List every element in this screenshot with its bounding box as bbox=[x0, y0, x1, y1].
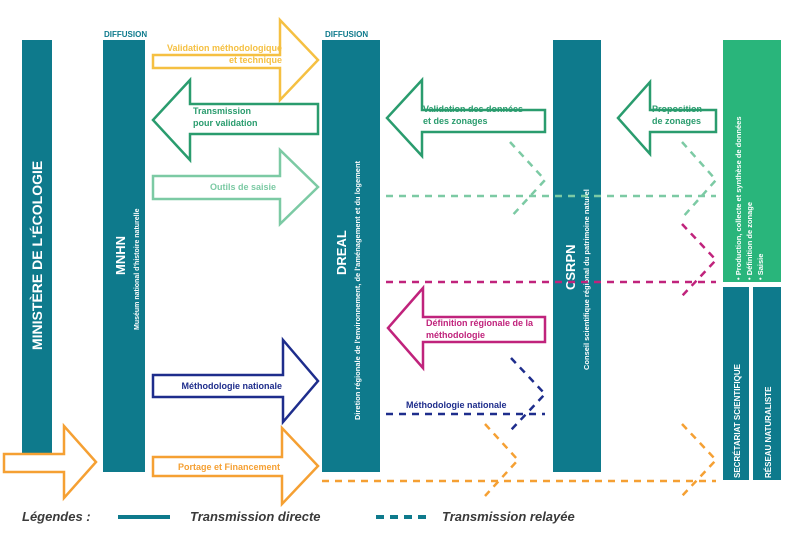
validation-donnees-arrow bbox=[385, 76, 547, 160]
mnhn-diffusion-tag: DIFFUSION bbox=[104, 30, 147, 39]
transmission-validation-arrow bbox=[151, 76, 320, 164]
dreal-subtitle: Diretion régionale de l'environnement, d… bbox=[353, 160, 362, 420]
ministere-column bbox=[22, 40, 52, 472]
methodo-nationale-direct-arrow bbox=[151, 336, 320, 426]
csrpn-column bbox=[553, 40, 601, 472]
definition-regionale-label-1: Définition régionale de la bbox=[426, 318, 534, 328]
portage-ministere-arrow bbox=[2, 422, 98, 502]
network-task-box bbox=[723, 40, 781, 282]
methodo-nationale-relay-label: Méthodologie nationale bbox=[406, 400, 507, 410]
reseau-column bbox=[753, 287, 781, 480]
legend-relayed-label: Transmission relayée bbox=[442, 509, 575, 524]
secretariat-column bbox=[723, 287, 749, 480]
proposition-zonages-label-1: Proposition bbox=[652, 104, 702, 114]
legend-direct-label: Transmission directe bbox=[190, 509, 321, 524]
mnhn-subtitle: Muséum national d'histoire naturelle bbox=[134, 208, 141, 330]
outils-relay-chevron-1 bbox=[509, 141, 547, 219]
network-item-2: • Définition de zonage bbox=[745, 202, 754, 280]
dreal-title: DREAL bbox=[334, 230, 349, 275]
methodo-nationale-direct-label: Méthodologie nationale bbox=[182, 381, 283, 391]
validation-methodo-label-2: et technique bbox=[229, 55, 282, 65]
methodo-regional-relay-chevron bbox=[681, 223, 718, 297]
proposition-zonages-arrow bbox=[616, 78, 718, 158]
transmission-validation-label-1: Transmission bbox=[193, 106, 251, 116]
validation-methodo-arrow bbox=[151, 16, 320, 104]
network-item-3: • Saisie bbox=[756, 254, 765, 280]
outils-relay-chevron-2 bbox=[681, 141, 718, 219]
legend-title: Légendes : bbox=[22, 509, 91, 524]
validation-donnees-label-1: Validation des données bbox=[423, 104, 523, 114]
outils-saisie-arrow bbox=[151, 147, 320, 227]
dreal-diffusion-tag: DIFFUSION bbox=[325, 30, 368, 39]
csrpn-subtitle: Conseil scientifique régional du patrimo… bbox=[582, 189, 591, 370]
portage-relay-chevron-1 bbox=[484, 423, 520, 497]
validation-methodo-label-1: Validation méthodologique bbox=[167, 43, 282, 53]
reseau-title: RÉSEAU NATURALISTE bbox=[764, 386, 773, 478]
outils-saisie-label: Outils de saisie bbox=[210, 182, 276, 192]
portage-relay-chevron-2 bbox=[681, 423, 718, 497]
secretariat-title: SECRÉTARIAT SCIENTIFIQUE bbox=[733, 363, 742, 478]
definition-regionale-label-2: méthodologie bbox=[426, 330, 485, 340]
validation-donnees-label-2: et des zonages bbox=[423, 116, 488, 126]
definition-regionale-arrow bbox=[386, 284, 547, 372]
mnhn-column bbox=[103, 40, 145, 472]
ministere-title: MINISTÈRE DE L'ÉCOLOGIE bbox=[29, 161, 45, 350]
portage-label: Portage et Financement bbox=[178, 462, 280, 472]
proposition-zonages-label-2: de zonages bbox=[652, 116, 701, 126]
transmission-validation-label-2: pour validation bbox=[193, 118, 258, 128]
methodo-nationale-relay-chevron bbox=[510, 357, 547, 431]
dreal-column bbox=[322, 40, 380, 472]
portage-arrow bbox=[151, 424, 320, 508]
network-item-1: • Production, collecte et synthèse de do… bbox=[734, 117, 743, 281]
mnhn-title: MNHN bbox=[113, 236, 128, 275]
csrpn-title: CSRPN bbox=[563, 244, 578, 290]
